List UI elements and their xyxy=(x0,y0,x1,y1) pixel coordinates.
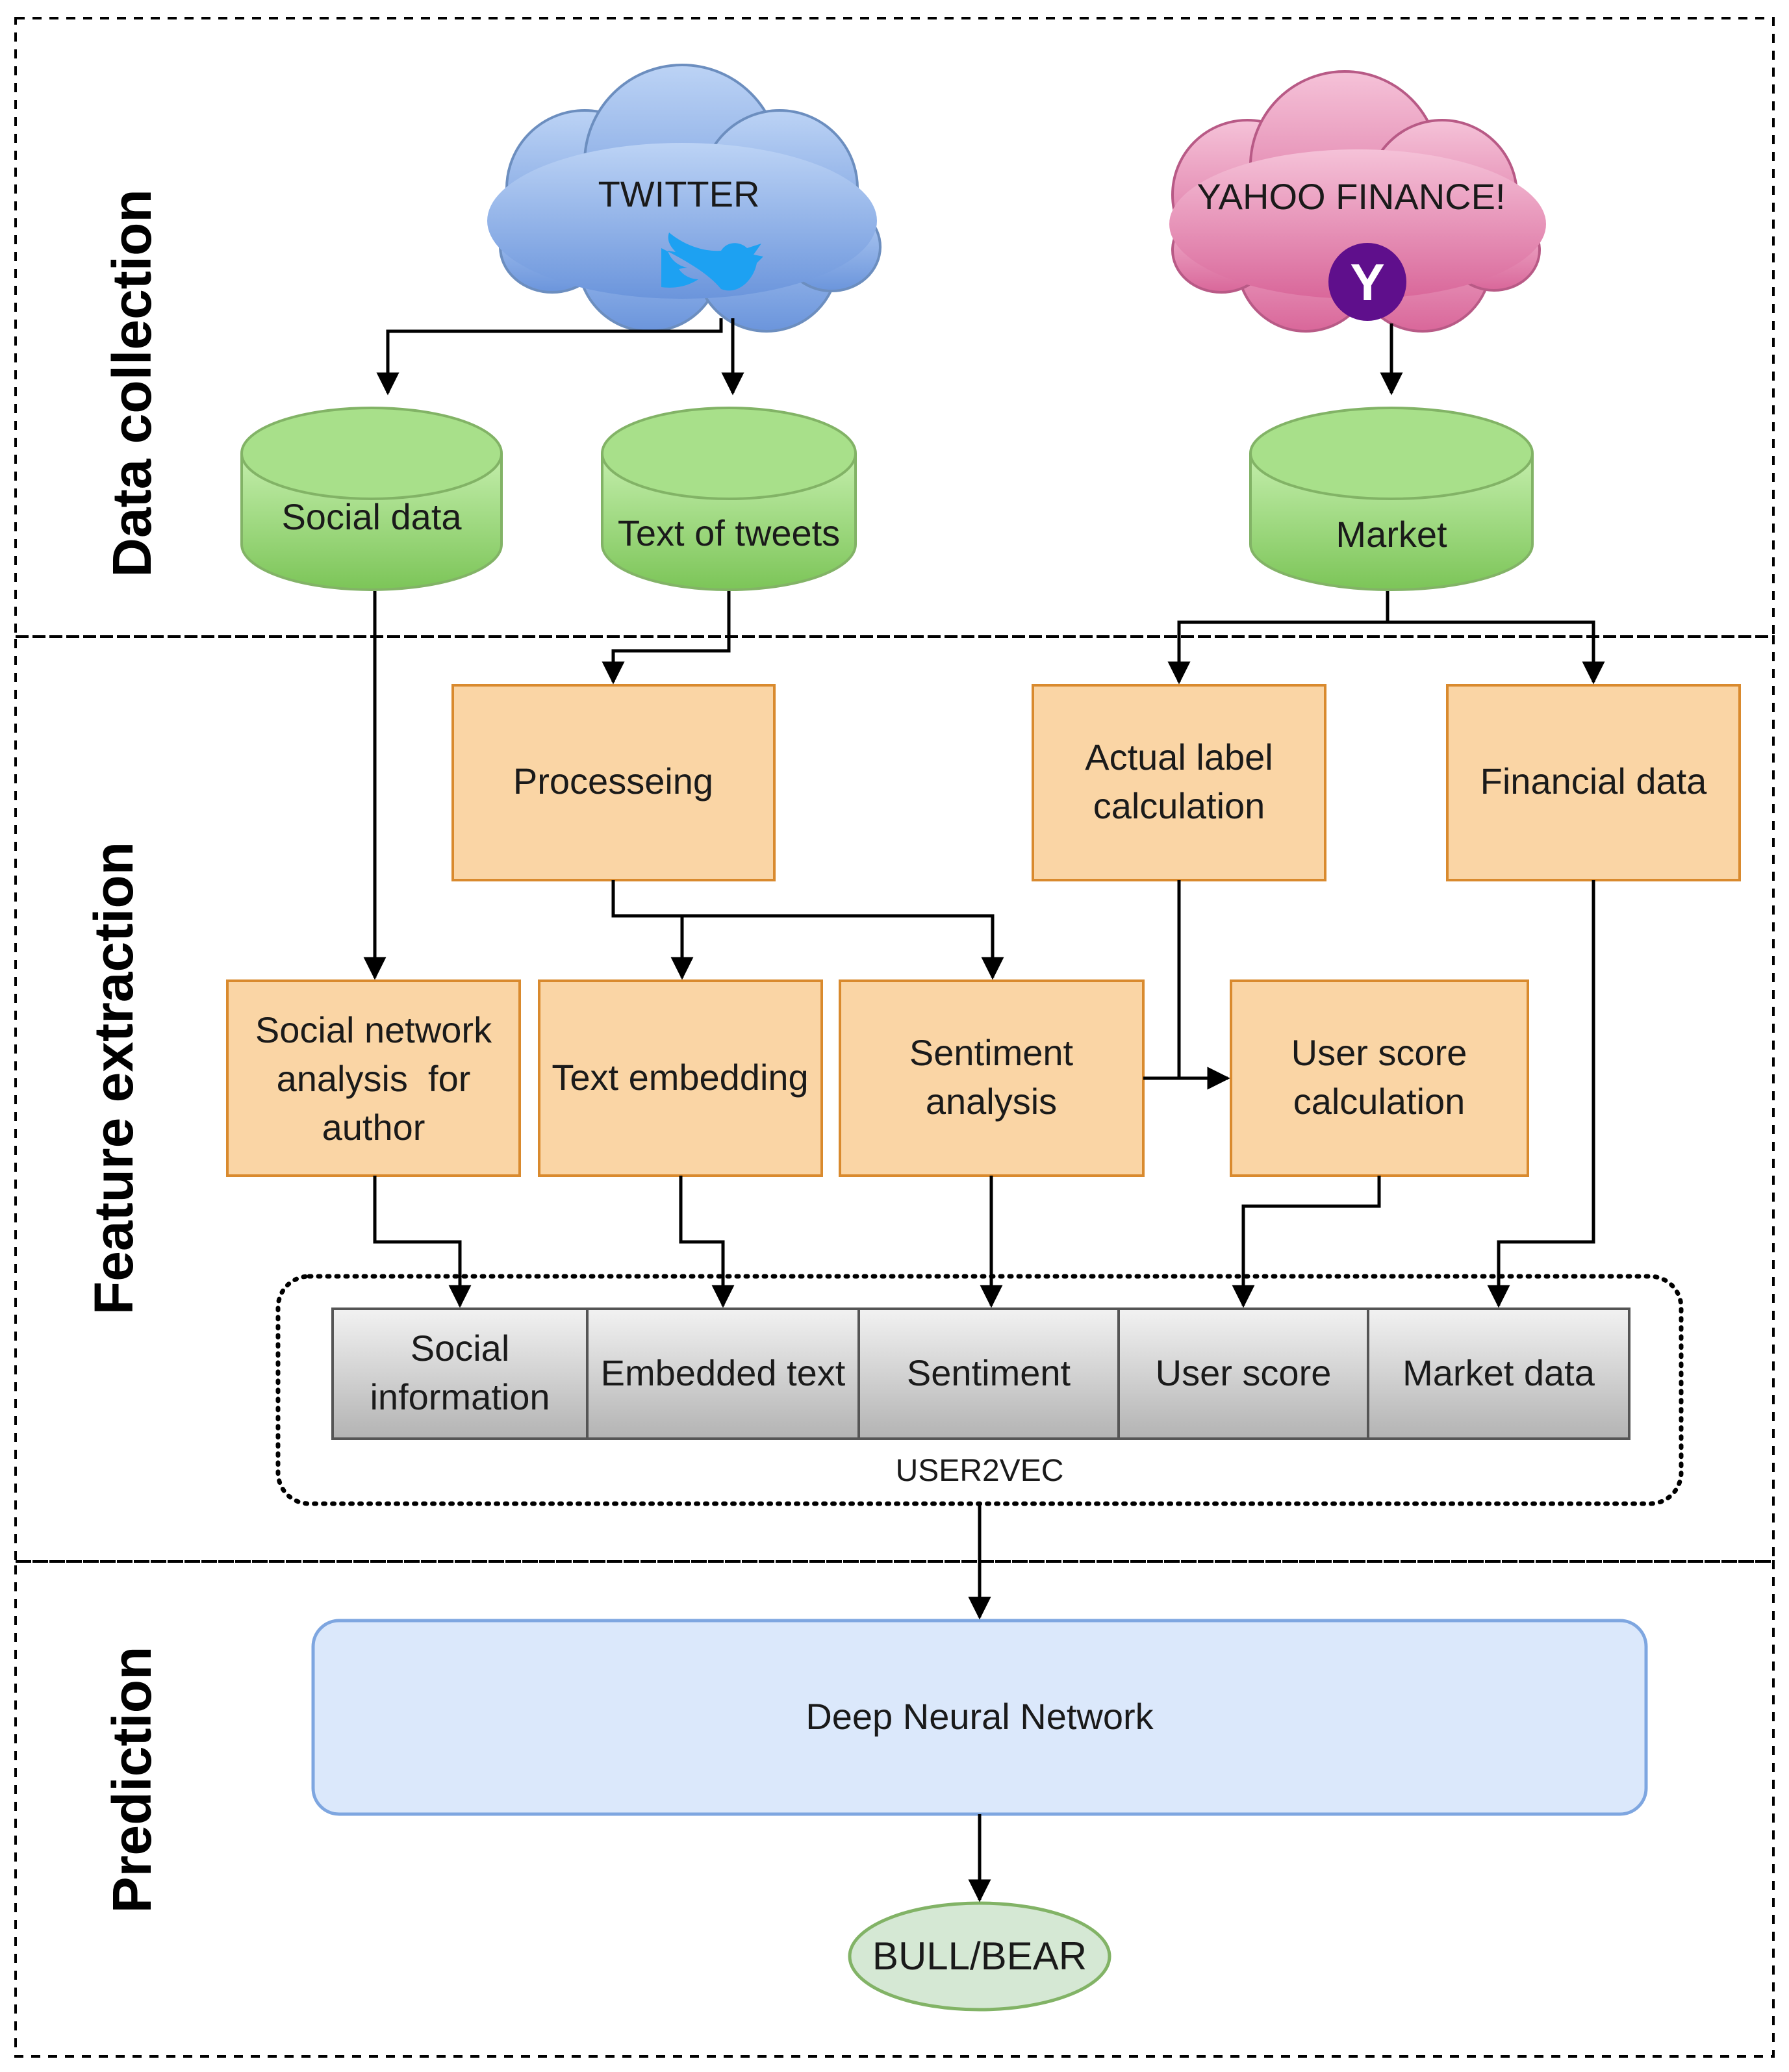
process-processing xyxy=(451,684,776,881)
arrow-market-to-financial xyxy=(1388,620,1605,685)
output-bull-bear xyxy=(848,1901,1111,2012)
stage-label-data-collection: Data collection xyxy=(101,189,162,577)
output-label: BULL/BEAR xyxy=(872,1934,1087,1978)
vector-cell-sentiment xyxy=(857,1308,1120,1440)
arrow-tweets-to-processing xyxy=(602,591,731,685)
process-sna-line1: Social network xyxy=(255,1009,492,1050)
process-sentiment-line1: Sentiment xyxy=(909,1032,1074,1073)
process-sna-line2: analysis for xyxy=(277,1058,471,1099)
process-sentiment xyxy=(839,979,1145,1177)
stage-frames xyxy=(14,17,1775,2058)
vector-cell-social-information-line2: information xyxy=(370,1376,550,1417)
stage-label-feature-extraction: Feature extraction xyxy=(83,842,144,1315)
process-actual-label xyxy=(1032,684,1326,881)
vector-cell-embedded-text-label: Embedded text xyxy=(601,1352,846,1393)
vector-cell-sentiment-label: Sentiment xyxy=(907,1352,1071,1393)
process-user-score-line1: User score xyxy=(1291,1032,1467,1073)
arrow-processing-to-sentiment xyxy=(682,914,1004,980)
arrow-financial-to-market-data xyxy=(1487,880,1595,1308)
database-social: Social data xyxy=(240,407,503,591)
database-market: Market xyxy=(1249,407,1534,591)
process-text-embedding xyxy=(538,979,823,1177)
prediction-frame xyxy=(14,1560,1775,2058)
database-market-label: Market xyxy=(1336,514,1447,555)
process-actual-label-line2: calculation xyxy=(1093,785,1265,826)
process-sentiment-line2: analysis xyxy=(926,1081,1057,1122)
process-text-embedding-label: Text embedding xyxy=(552,1057,808,1098)
process-user-score-line2: calculation xyxy=(1293,1081,1465,1122)
yahoo-label: YAHOO FINANCE! xyxy=(1197,176,1505,217)
process-actual-label-line1: Actual label xyxy=(1085,737,1273,777)
arrow-processing-to-text-embedding xyxy=(611,880,694,980)
vector-cell-social-information-line1: Social xyxy=(411,1328,510,1369)
arrow-text-embedding-to-embedded-text xyxy=(679,1176,735,1308)
vector-cell-embedded-text xyxy=(586,1308,860,1440)
vector-cell-market-data xyxy=(1367,1308,1630,1440)
arrow-actual-label-to-user-score xyxy=(1177,880,1230,1090)
vector-cell-social-information xyxy=(331,1308,589,1440)
process-financial-label: Financial data xyxy=(1480,761,1708,802)
database-tweets-label: Text of tweets xyxy=(618,512,840,553)
stage-label-prediction: Prediction xyxy=(101,1647,162,1914)
arrow-market-to-actual-label xyxy=(1167,591,1389,685)
model-label: Deep Neural Network xyxy=(806,1696,1154,1737)
data-collection-frame xyxy=(14,17,1775,638)
database-social-label: Social data xyxy=(281,496,462,537)
user2vec-label: USER2VEC xyxy=(896,1454,1064,1488)
feature-extraction-frame xyxy=(14,635,1775,1563)
yahoo-source: YAHOO FINANCE! Y xyxy=(1169,70,1546,333)
arrow-twitter-to-social xyxy=(376,318,723,396)
yahoo-y-letter: Y xyxy=(1350,253,1384,311)
arrow-sna-to-social-information xyxy=(373,1176,472,1308)
vector-cell-market-data-label: Market data xyxy=(1402,1352,1595,1393)
arrow-user-score-to-user-score-cell xyxy=(1232,1176,1381,1308)
twitter-label: TWITTER xyxy=(598,173,760,214)
process-financial xyxy=(1446,684,1741,881)
yahoo-y-icon: Y xyxy=(1328,243,1406,321)
twitter-source: TWITTER xyxy=(487,64,882,333)
process-processing-label: Processeing xyxy=(513,761,713,802)
database-tweets: Text of tweets xyxy=(601,407,857,591)
process-sna-line3: author xyxy=(322,1107,425,1148)
process-sna xyxy=(226,979,521,1177)
vector-cell-user-score xyxy=(1117,1308,1369,1440)
connectors xyxy=(363,318,1605,1902)
twitter-bird-icon xyxy=(661,233,763,291)
process-user-score xyxy=(1230,979,1529,1177)
vector-cell-user-score-label: User score xyxy=(1156,1352,1332,1393)
